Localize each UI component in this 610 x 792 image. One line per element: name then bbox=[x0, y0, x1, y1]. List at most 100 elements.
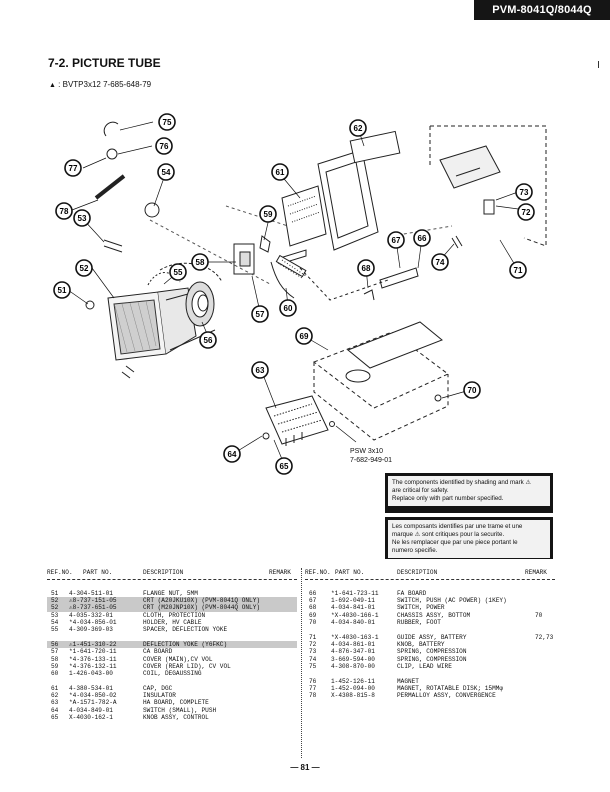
callout-54: 54 bbox=[157, 163, 175, 181]
callout-71: 71 bbox=[509, 261, 527, 279]
callout-circle bbox=[431, 253, 449, 271]
parts-desc-cell: CA BOARD bbox=[143, 648, 173, 656]
parts-desc-cell: COVER (REAR LID), CV VOL bbox=[143, 662, 231, 670]
model-number-tab: PVM-8041Q/8044Q bbox=[474, 0, 610, 20]
parts-part-cell: 1-692-049-11 bbox=[331, 597, 375, 605]
parts-ref-cell: 53 bbox=[51, 611, 59, 619]
parts-part-cell: 1-426-043-00 bbox=[69, 669, 113, 677]
callout-circle bbox=[413, 229, 431, 247]
callout-61: 61 bbox=[271, 163, 289, 181]
callout-72: 72 bbox=[517, 203, 535, 221]
bottom-chassis-drawing bbox=[299, 267, 449, 441]
parts-ref-cell: 63 bbox=[51, 699, 59, 707]
callout-number: 62 bbox=[354, 124, 363, 133]
parts-ref-cell: 74 bbox=[309, 655, 317, 663]
parts-part-cell: 4-034-841-01 bbox=[331, 604, 375, 612]
callout-circle bbox=[155, 137, 173, 155]
parts-ref-cell: 56 bbox=[51, 641, 59, 649]
parts-desc-cell: HOLDER, HV CABLE bbox=[143, 618, 202, 626]
parts-desc-cell: COVER (MAIN),CV VOL bbox=[143, 655, 213, 663]
parts-part-cell: *1-641-723-11 bbox=[331, 590, 379, 597]
callout-circle bbox=[158, 113, 176, 131]
callout-circle bbox=[53, 281, 71, 299]
callout-64: 64 bbox=[223, 445, 241, 463]
callout-59: 59 bbox=[259, 205, 277, 223]
row-gap bbox=[47, 677, 297, 685]
parts-ref-cell: 67 bbox=[309, 597, 317, 605]
callout-number: 74 bbox=[436, 258, 445, 267]
callout-number: 64 bbox=[228, 450, 237, 459]
description-header: DESCRIPTION bbox=[397, 569, 438, 576]
parts-list-header: REF.NO. PART NO. DESCRIPTION REMARK bbox=[47, 568, 297, 580]
parts-ref-cell: 75 bbox=[309, 662, 317, 670]
parts-desc-cell: COIL, DEGAUSSING bbox=[143, 669, 202, 677]
parts-desc-cell: SWITCH (SMALL), PUSH bbox=[143, 706, 217, 714]
parts-desc-cell: CLOTH, PROTECTION bbox=[143, 611, 206, 619]
callout-circle bbox=[271, 163, 289, 181]
callout-62: 62 bbox=[349, 119, 367, 137]
callout-circle bbox=[387, 231, 405, 249]
callout-circle bbox=[251, 361, 269, 379]
parts-ref-cell: 55 bbox=[51, 625, 59, 633]
parts-ref-cell: 65 bbox=[51, 713, 59, 721]
parts-ref-cell: 71 bbox=[309, 633, 317, 641]
callout-67: 67 bbox=[387, 231, 405, 249]
parts-ref-cell: 61 bbox=[51, 685, 59, 693]
remark-header: REMARK bbox=[525, 569, 547, 576]
parts-remark-cell: 70 bbox=[535, 611, 543, 619]
parts-ref-cell: 52 bbox=[51, 604, 59, 612]
parts-ref-cell: 54 bbox=[51, 618, 59, 626]
ha-board-drawing bbox=[265, 395, 329, 446]
callout-number: 54 bbox=[162, 168, 171, 177]
callout-number: 68 bbox=[362, 264, 371, 273]
parts-desc-cell: SPRING, COMPRESSION bbox=[397, 648, 467, 656]
callout-63: 63 bbox=[251, 361, 269, 379]
parts-list-header: REF.NO. PART NO. DESCRIPTION REMARK bbox=[305, 568, 555, 580]
parts-part-cell: *X-4030-163-1 bbox=[331, 633, 379, 641]
callout-circle bbox=[169, 263, 187, 281]
parts-desc-cell: HA BOARD, COMPLETE bbox=[143, 699, 209, 707]
row-gap bbox=[47, 633, 297, 641]
parts-part-cell: *A-1571-782-A bbox=[69, 699, 117, 707]
callout-circle bbox=[251, 305, 269, 323]
notice-en-line: Replace only with part number specified. bbox=[392, 495, 504, 502]
callout-number: 78 bbox=[60, 207, 69, 216]
callout-66: 66 bbox=[413, 229, 431, 247]
callout-69: 69 bbox=[295, 327, 313, 345]
callout-53: 53 bbox=[73, 209, 91, 227]
callout-58: 58 bbox=[191, 253, 209, 271]
callout-75: 75 bbox=[158, 113, 176, 131]
parts-part-cell: X-4030-162-1 bbox=[69, 713, 113, 721]
description-header: DESCRIPTION bbox=[143, 569, 184, 576]
parts-desc-cell: CLIP, LEAD WIRE bbox=[397, 662, 452, 670]
parts-desc-cell: CRT (A20JKU10X) (PVM-8041Q ONLY) bbox=[143, 597, 261, 605]
screw-reference-note: ▲ : BVTP3x12 7-685-648-79 bbox=[49, 80, 151, 89]
parts-desc-cell: PERMALLOY ASSY, CONVERGENCE bbox=[397, 692, 496, 700]
crt-tube-drawing bbox=[107, 272, 216, 379]
part-no-header: PART NO. bbox=[335, 569, 365, 576]
callout-number: 61 bbox=[276, 168, 285, 177]
parts-part-cell: 4-304-511-01 bbox=[69, 590, 113, 597]
battery-guide-drawing bbox=[429, 125, 547, 247]
callout-number: 66 bbox=[418, 234, 427, 243]
parts-part-cell: ⚠8-737-651-05 bbox=[69, 604, 117, 612]
callout-77: 77 bbox=[64, 159, 82, 177]
notice-fr-line: Ne les remplacer que par une piece porta… bbox=[392, 539, 518, 546]
triangle-marker-icon: ▲ bbox=[49, 82, 56, 89]
